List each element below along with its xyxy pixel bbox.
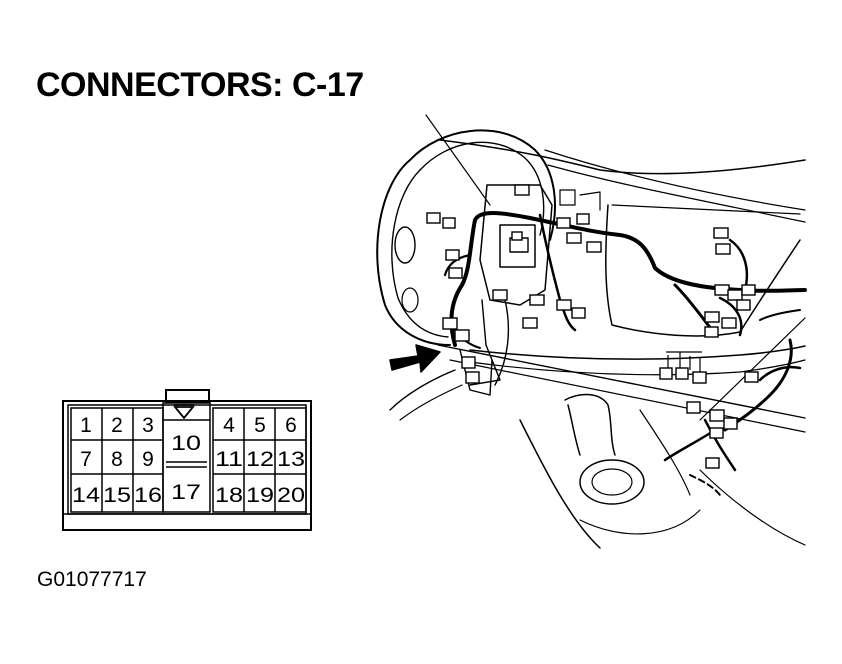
pin-label: 7 [80,448,92,471]
pin-label: 2 [111,414,123,437]
dashboard-outline [439,139,806,175]
pin-label: 11 [215,448,243,471]
pin-label: 9 [142,448,154,471]
pin-label: 15 [103,484,131,507]
figure-code: G01077717 [37,568,147,591]
pin-label: 10 [171,432,201,455]
gear-shifter [519,393,806,549]
pin-label: 8 [111,448,123,471]
pin-label: 19 [246,484,274,507]
pin-label: 4 [223,414,235,437]
harness-connectors [426,184,759,469]
connector-pin-labels: 1 2 3 7 8 9 14 15 16 10 17 4 5 6 11 12 1… [72,414,305,507]
pin-label: 18 [215,484,243,507]
pin-label: 3 [142,414,154,437]
pin-label: 14 [72,484,100,507]
pin-label: 20 [277,484,305,507]
pin-label: 6 [285,414,297,437]
connector-face [62,389,312,531]
pin-one-triangle-icon [173,404,195,420]
steering-wheel [376,114,556,346]
pin-label: 12 [246,448,274,471]
pin-label: 17 [171,481,201,504]
location-arrow-icon [389,344,441,373]
dashboard-illustration [376,114,806,549]
pin-label: 1 [80,414,92,437]
pin-label: 5 [254,414,266,437]
harness-terminals [666,351,702,372]
pin-label: 13 [277,448,305,471]
pin-label: 16 [134,484,162,507]
diagram-title: CONNECTORS: C-17 [36,66,364,104]
